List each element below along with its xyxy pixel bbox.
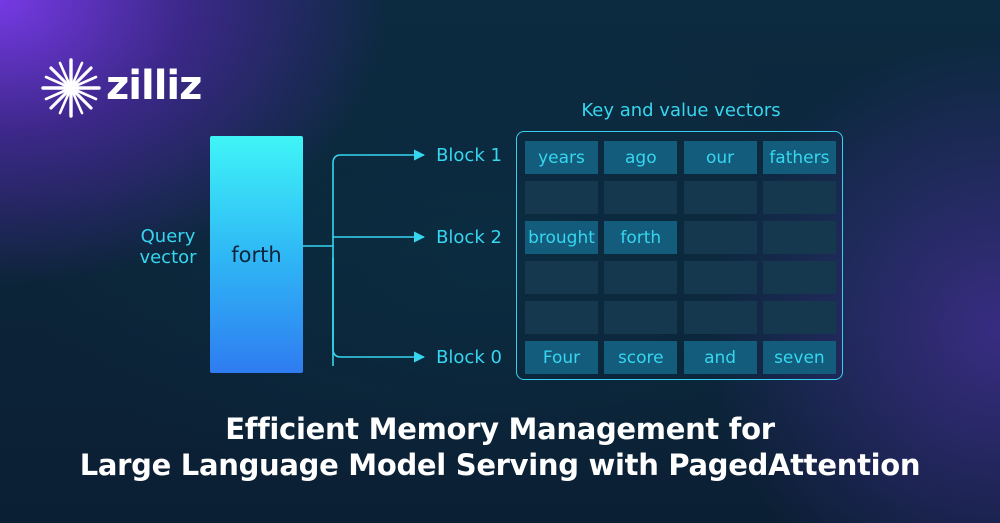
kv-cell: our (683, 141, 757, 174)
kv-cell (525, 181, 598, 214)
query-token: forth (231, 242, 282, 267)
kv-cell (762, 181, 836, 214)
arrow-to-block-1 (332, 149, 426, 366)
query-vector-label: Query vector (128, 226, 208, 268)
kv-cell: years (525, 141, 598, 174)
kv-vectors-title: Key and value vectors (581, 100, 781, 121)
block-label-0: Block 0 (436, 347, 502, 368)
kv-grid-frame (516, 131, 843, 380)
kv-cell (762, 301, 836, 334)
kv-cell (683, 221, 757, 254)
kv-cell (604, 181, 678, 214)
kv-cell (604, 261, 678, 294)
block-label-2: Block 2 (436, 227, 502, 248)
title-line-1: Efficient Memory Management for (225, 412, 775, 446)
query-label-line2: vector (139, 247, 197, 268)
title-line-2: Large Language Model Serving with PagedA… (79, 448, 921, 482)
arrow-to-block-0 (332, 258, 426, 363)
kv-cell (683, 261, 757, 294)
query-label-line1: Query (140, 226, 196, 247)
kv-cell (525, 261, 598, 294)
kv-cell (604, 301, 678, 334)
block-label-1: Block 1 (436, 145, 502, 166)
page-title: Efficient Memory Management for Large La… (0, 411, 1000, 483)
kv-cell (525, 301, 598, 334)
logo-wordmark: zilliz (106, 63, 202, 109)
kv-cell: brought (525, 221, 598, 254)
query-vector-bar: forth (210, 136, 303, 373)
zilliz-logo: zilliz (40, 57, 202, 119)
kv-cell (762, 261, 836, 294)
kv-cell: Four (525, 341, 598, 374)
kv-cell (683, 301, 757, 334)
kv-cell: forth (604, 221, 678, 254)
kv-cell (683, 181, 757, 214)
kv-cell: fathers (762, 141, 836, 174)
kv-cell: score (604, 341, 678, 374)
starburst-icon (41, 58, 101, 118)
kv-cell (762, 221, 836, 254)
kv-cell: and (683, 341, 757, 374)
kv-cell: ago (604, 141, 678, 174)
kv-cell: seven (762, 341, 836, 374)
